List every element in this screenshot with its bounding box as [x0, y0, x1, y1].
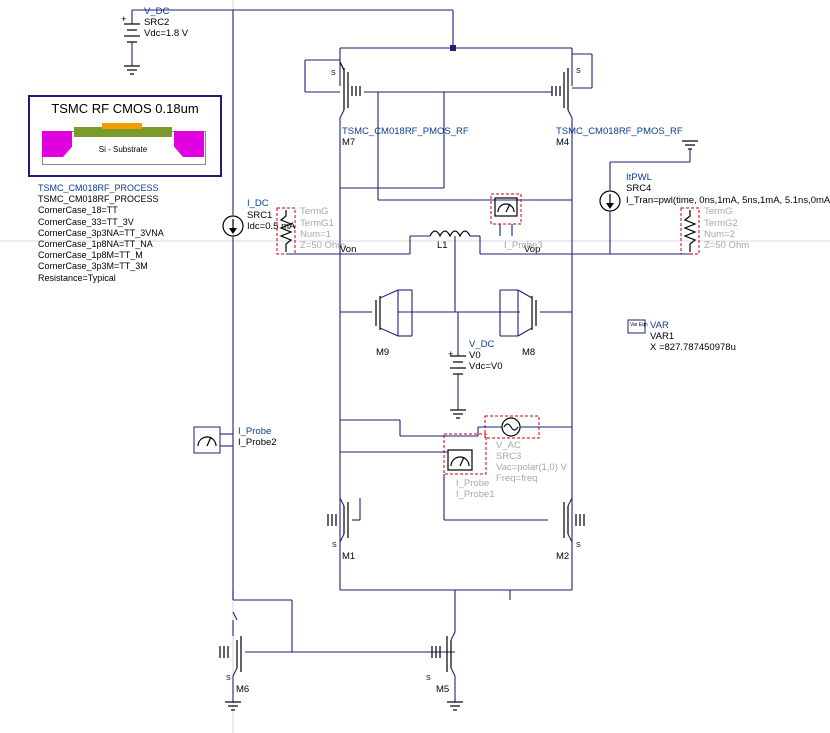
src2-value: Vdc=1.8 V [144, 28, 189, 39]
process-line: CornerCase_18=TT [38, 205, 118, 216]
m8-name: M8 [522, 347, 535, 358]
m6-s-pin: S [226, 675, 231, 682]
process-box[interactable]: TSMC RF CMOS 0.18um Si - Substrate [28, 95, 222, 177]
m5-name: M5 [436, 684, 449, 695]
src3-freq: Freq=freq [496, 473, 537, 484]
m9-pmos[interactable] [340, 289, 520, 337]
ground-symbol-right [610, 140, 698, 163]
v0-vdc-source[interactable]: + [448, 312, 466, 419]
termg2[interactable] [572, 207, 700, 255]
process-substrate: Si - Substrate [98, 145, 148, 154]
i-probe1[interactable] [340, 419, 548, 521]
process-title: TSMC RF CMOS 0.18um [51, 101, 199, 116]
src3-name: SRC3 [496, 451, 521, 462]
src3-value: Vac=polar(1,0) V [496, 462, 568, 473]
m4-s-pin: S [576, 68, 581, 75]
term2-z: Z=50 Ohm [704, 240, 749, 251]
m1-name: M1 [342, 551, 355, 562]
m4-pmos[interactable]: S [378, 53, 593, 119]
src2-name: SRC2 [144, 17, 169, 28]
m1-s-pin: S [332, 542, 337, 549]
m2-nmos[interactable]: S [563, 497, 585, 549]
process-line: Resistance=Typical [38, 272, 116, 283]
termg1[interactable] [276, 207, 340, 255]
src4-type: ItPWL [626, 172, 652, 183]
process-line: CornerCase_3p3NA=TT_3VNA [38, 227, 164, 238]
var-name: VAR [650, 320, 669, 331]
m7-s-pin: S [331, 70, 336, 77]
m9-name: M9 [376, 347, 389, 358]
i-probe2-name: I_Probe2 [238, 437, 277, 448]
var-value: X =827.787450978u [650, 342, 736, 353]
process-line: CornerCase_3p3M=TT_3M [38, 261, 148, 272]
von-label: Von [340, 244, 356, 255]
var-block[interactable]: Var Eqn [627, 319, 648, 334]
m1-nmos[interactable]: S [327, 497, 361, 549]
term2-name: TermG2 [704, 218, 738, 229]
src2-type: V_DC [144, 6, 169, 17]
vop-label: Vop [524, 244, 540, 255]
m6-nmos[interactable]: S [219, 611, 455, 711]
process-line: TSMC_CM018RF_PROCESS [38, 194, 159, 205]
term1-type: TermG [300, 206, 329, 217]
m7-pmos[interactable]: S [304, 59, 444, 119]
process-lines: TSMC_CM018RF_PROCESS TSMC_CM018RF_PROCES… [38, 183, 164, 284]
src4-itpwl-source[interactable] [599, 162, 621, 254]
src2-vdc-source[interactable]: + [121, 10, 140, 75]
i-probe2[interactable] [193, 426, 233, 454]
m7-name: M7 [342, 137, 355, 148]
m4-model: TSMC_CM018RF_PMOS_RF [556, 126, 683, 137]
src3-vac-source[interactable] [477, 415, 572, 439]
i-probe1-name: I_Probe1 [456, 489, 495, 500]
var-icon-label: Var Eqn [630, 322, 648, 328]
i-probe3[interactable] [490, 193, 522, 236]
process-line: CornerCase_33=TT_3V [38, 216, 134, 227]
term1-z: Z=50 Ohm [300, 240, 345, 251]
process-line: CornerCase_1p8M=TT_M [38, 250, 143, 261]
src4-value: I_Tran=pwl(time, 0ns,1mA, 5ns,1mA, 5.1ns… [626, 195, 830, 206]
m4-name: M4 [556, 137, 569, 148]
i-probe2-type: I_Probe [238, 426, 271, 437]
v0-type: V_DC [469, 339, 494, 350]
src1-value: Idc=0.5 mA [247, 221, 296, 232]
m5-nmos[interactable]: S [426, 631, 463, 711]
term2-num: Num=2 [704, 229, 735, 240]
term2-type: TermG [704, 206, 733, 217]
m2-s-pin: S [576, 542, 581, 549]
src3-type: V_AC [496, 440, 521, 451]
v0-name: V0 [469, 350, 481, 361]
svg-text:+: + [121, 14, 127, 25]
src1-type: I_DC [247, 198, 269, 209]
svg-text:+: + [448, 349, 454, 360]
src4-name: SRC4 [626, 183, 651, 194]
i-probe3-name: I_Probe3 [504, 240, 543, 251]
process-line: TSMC_CM018RF_PROCESS [38, 183, 159, 193]
m6-name: M6 [236, 684, 249, 695]
term1-name: TermG1 [300, 218, 334, 229]
m5-s-pin: S [426, 675, 431, 682]
l1-label: L1 [437, 240, 448, 251]
src1-name: SRC1 [247, 210, 272, 221]
m2-name: M2 [556, 551, 569, 562]
i-probe1-type: I_Probe [456, 478, 489, 489]
l1-inductor[interactable] [340, 230, 572, 312]
m8-pmos[interactable] [499, 289, 572, 337]
term1-num: Num=1 [300, 229, 331, 240]
src1-idc-source[interactable] [222, 10, 244, 600]
var-inst: VAR1 [650, 331, 674, 342]
v0-value: Vdc=V0 [469, 361, 503, 372]
process-line: CornerCase_1p8NA=TT_NA [38, 239, 153, 250]
process-cross-section: Si - Substrate [42, 123, 206, 165]
m7-model: TSMC_CM018RF_PMOS_RF [342, 126, 469, 137]
